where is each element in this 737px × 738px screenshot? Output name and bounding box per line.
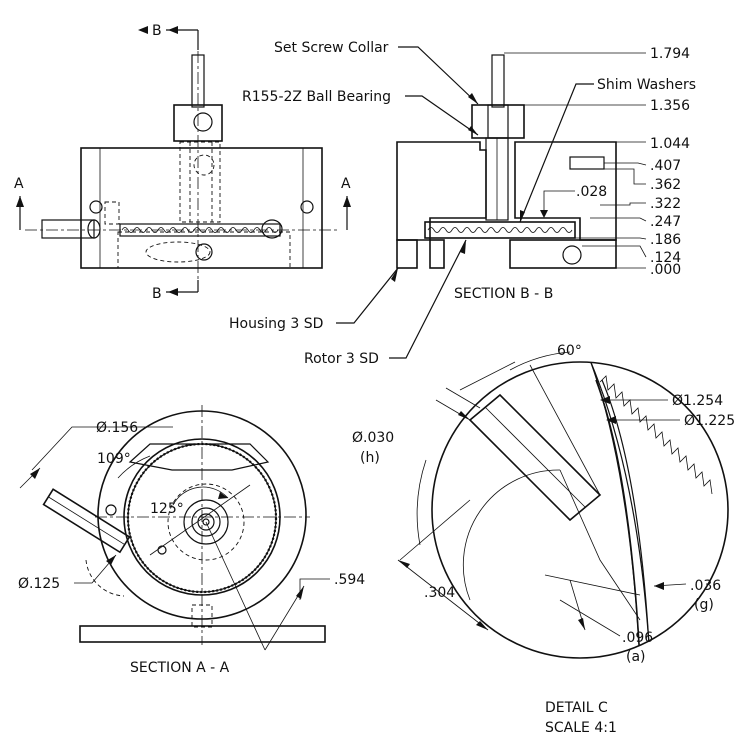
height-407: .407: [650, 158, 681, 174]
housing-block: [80, 147, 323, 269]
detail-boundary: [431, 361, 729, 659]
height-362: .362: [650, 177, 681, 193]
height-dimensions: 1.794 1.356 1.044 .407 .362 .322 .247 .1…: [504, 46, 690, 278]
height-322: .322: [650, 196, 681, 212]
height-247: .247: [650, 214, 681, 230]
section-marker-a-right: A: [341, 176, 351, 192]
depth-dimension: .096: [622, 630, 653, 646]
section-bb-title: SECTION B - B: [454, 286, 553, 302]
clearance-ref: (g): [694, 597, 714, 613]
detail-c-title: DETAIL C: [545, 700, 608, 716]
angle-60: 60°: [557, 343, 582, 359]
nozzle-ref: (h): [360, 450, 380, 466]
housing-right-section: [514, 141, 617, 241]
section-aa: Ø.156 109° 125° Ø.125 .594 SECTION A - A: [18, 405, 365, 676]
base-plate: [79, 625, 326, 643]
offset-dimension: .594: [334, 572, 365, 588]
section-marker-b-top: B: [152, 23, 162, 39]
height-124: .124: [650, 250, 681, 266]
callout-set-screw-collar: Set Screw Collar: [274, 40, 389, 56]
callout-ball-bearing: R155-2Z Ball Bearing: [242, 89, 391, 105]
depth-ref: (a): [626, 649, 646, 665]
outer-diameter: Ø1.254: [672, 393, 723, 409]
section-bb: SECTION B - B Set Screw Collar R155-2Z B…: [229, 40, 696, 367]
height-1044: 1.044: [650, 136, 690, 152]
height-1356: 1.356: [650, 98, 690, 114]
set-screw: [193, 112, 213, 132]
front-view: B B A A: [14, 23, 351, 302]
inlet-tube: [41, 219, 95, 239]
detail-c-scale: SCALE 4:1: [545, 720, 617, 736]
bore-dimension: Ø.156: [96, 420, 138, 436]
rotor-section: [424, 221, 576, 239]
angle-109: 109°: [97, 451, 131, 467]
pin-dimension: Ø.125: [18, 576, 60, 592]
housing-left-section: [396, 141, 487, 241]
length-dimension: .304: [424, 585, 455, 601]
section-marker-a-left: A: [14, 176, 24, 192]
section-aa-title: SECTION A - A: [130, 660, 230, 676]
callout-housing: Housing 3 SD: [229, 316, 323, 332]
bb-leaders: Set Screw Collar R155-2Z Ball Bearing Sh…: [229, 40, 696, 367]
angle-125: 125°: [150, 501, 184, 517]
inner-diameter: Ø1.225: [684, 413, 735, 429]
clearance-dimension: .036: [690, 578, 721, 594]
height-186: .186: [650, 232, 681, 248]
detail-c: 60° Ø1.254 Ø1.225 Ø.030 (h) .304 .036 (g…: [352, 343, 735, 736]
callout-shim-washers: Shim Washers: [597, 77, 696, 93]
callout-rotor: Rotor 3 SD: [304, 351, 379, 367]
nozzle-diameter: Ø.030: [352, 430, 394, 446]
height-000: .000: [650, 262, 681, 278]
height-1794: 1.794: [650, 46, 690, 62]
section-marker-b-bottom: B: [152, 286, 162, 302]
gap-dimension: .028: [576, 184, 607, 200]
